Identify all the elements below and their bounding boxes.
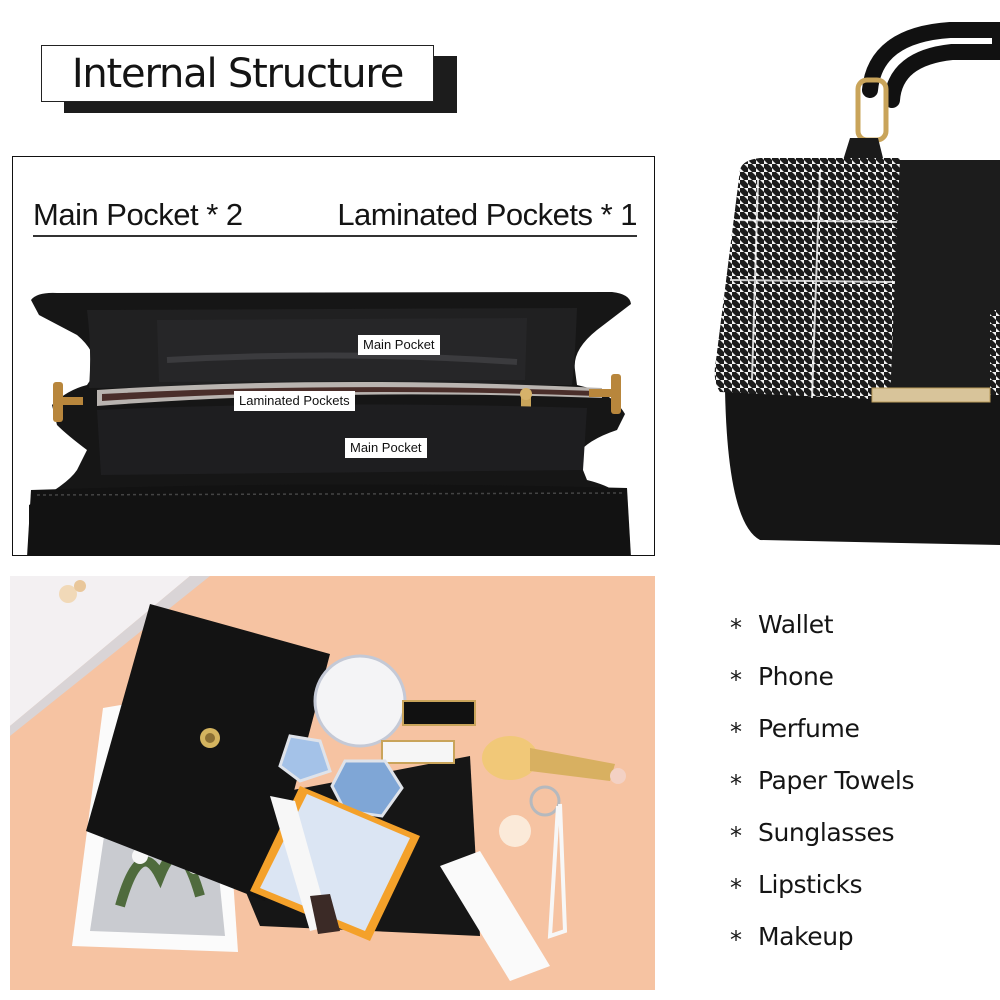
item-label: Perfume xyxy=(758,713,860,743)
label-main-pocket-bottom: Main Pocket xyxy=(345,438,427,458)
pocket-summary-header: Main Pocket * 2 Laminated Pockets * 1 xyxy=(33,197,637,237)
item-label: Paper Towels xyxy=(758,765,915,795)
asterisk-bullet-icon: * xyxy=(730,614,742,642)
list-item: * Makeup xyxy=(730,910,914,962)
asterisk-bullet-icon: * xyxy=(730,666,742,694)
list-item: * Lipsticks xyxy=(730,858,914,910)
title-badge: Internal Structure xyxy=(41,45,434,102)
asterisk-bullet-icon: * xyxy=(730,926,742,954)
internal-structure-panel: Main Pocket * 2 Laminated Pockets * 1 xyxy=(12,156,655,556)
asterisk-bullet-icon: * xyxy=(730,770,742,798)
list-item: * Sunglasses xyxy=(730,806,914,858)
asterisk-bullet-icon: * xyxy=(730,718,742,746)
item-label: Makeup xyxy=(758,921,854,951)
handbag-product-image xyxy=(700,20,1000,550)
page-title: Internal Structure xyxy=(71,50,405,97)
item-label: Sunglasses xyxy=(758,817,895,847)
list-item: * Wallet xyxy=(730,598,914,650)
laminated-pocket-count: Laminated Pockets * 1 xyxy=(337,197,637,232)
list-item: * Phone xyxy=(730,650,914,702)
main-pocket-count: Main Pocket * 2 xyxy=(33,197,243,232)
list-item: * Paper Towels xyxy=(730,754,914,806)
list-item: * Perfume xyxy=(730,702,914,754)
asterisk-bullet-icon: * xyxy=(730,822,742,850)
label-laminated-pockets: Laminated Pockets xyxy=(234,391,355,411)
item-label: Phone xyxy=(758,661,834,691)
item-label: Wallet xyxy=(758,609,834,639)
bag-interior-image xyxy=(27,290,635,555)
bag-contents-list: * Wallet * Phone * Perfume * Paper Towel… xyxy=(730,598,914,962)
item-label: Lipsticks xyxy=(758,869,863,899)
asterisk-bullet-icon: * xyxy=(730,874,742,902)
lifestyle-photo xyxy=(10,576,655,990)
label-main-pocket-top: Main Pocket xyxy=(358,335,440,355)
